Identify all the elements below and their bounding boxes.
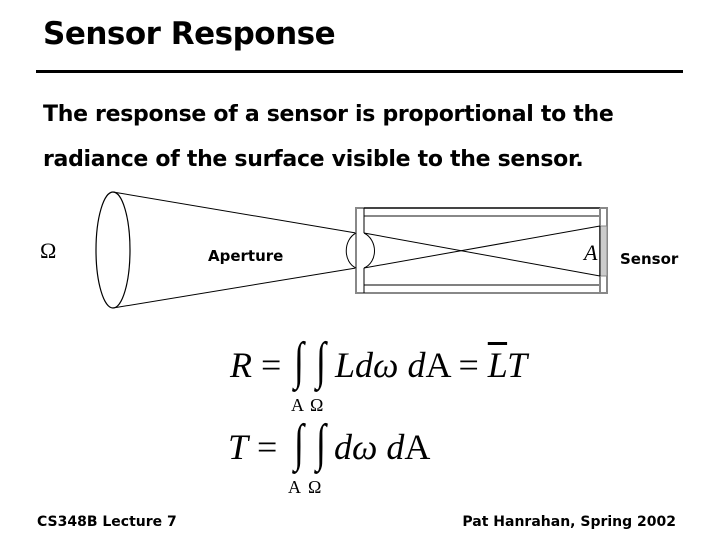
eq2-equals: = — [257, 427, 278, 467]
eq2-sub-omega: Ω — [308, 477, 322, 497]
slide-title: Sensor Response — [43, 16, 336, 52]
title-rule — [36, 70, 683, 73]
eq2-integral-a: ∫ — [294, 415, 304, 472]
slide-body: The response of a sensor is proportional… — [43, 92, 703, 182]
eq1-integrand: Ldω dA = LT — [335, 345, 528, 385]
cone-top-edge — [112, 191, 357, 234]
eq1-lbar: L — [487, 345, 508, 385]
body-line-2: radiance of the surface visible to the s… — [43, 147, 584, 172]
eq1-integral-a: ∫ — [294, 333, 304, 390]
aperture-label: Aperture — [208, 247, 283, 265]
footer-author: Pat Hanrahan, Spring 2002 — [462, 514, 676, 530]
eq2-sub-a: A — [288, 477, 301, 497]
eq1-integral-omega: ∫ — [316, 333, 326, 390]
solid-angle-label: Ω — [40, 238, 56, 263]
eq2-integral-omega: ∫ — [316, 415, 326, 472]
camera-box — [355, 207, 608, 294]
eq1-sub-omega: Ω — [310, 395, 324, 415]
ray-2 — [363, 225, 601, 269]
eq2-integrand: dω dA — [334, 427, 431, 467]
footer-course: CS348B Lecture 7 — [37, 514, 177, 530]
eq1-sub-a: A — [291, 395, 304, 415]
eq2-lhs: T — [228, 427, 249, 467]
solid-angle-ellipse — [95, 191, 131, 309]
ray-1 — [363, 232, 601, 277]
area-label: A — [582, 240, 598, 265]
cone-bottom-edge — [112, 267, 357, 309]
aperture-lens — [345, 232, 375, 269]
sensor-label: Sensor — [620, 250, 679, 268]
equation-response: R = — [230, 344, 281, 386]
equation-throughput: T = — [228, 426, 277, 468]
sensor-plate — [599, 225, 608, 277]
eq1-lhs: R — [230, 345, 252, 385]
body-line-1: The response of a sensor is proportional… — [43, 102, 614, 127]
eq1-equals: = — [261, 345, 282, 385]
